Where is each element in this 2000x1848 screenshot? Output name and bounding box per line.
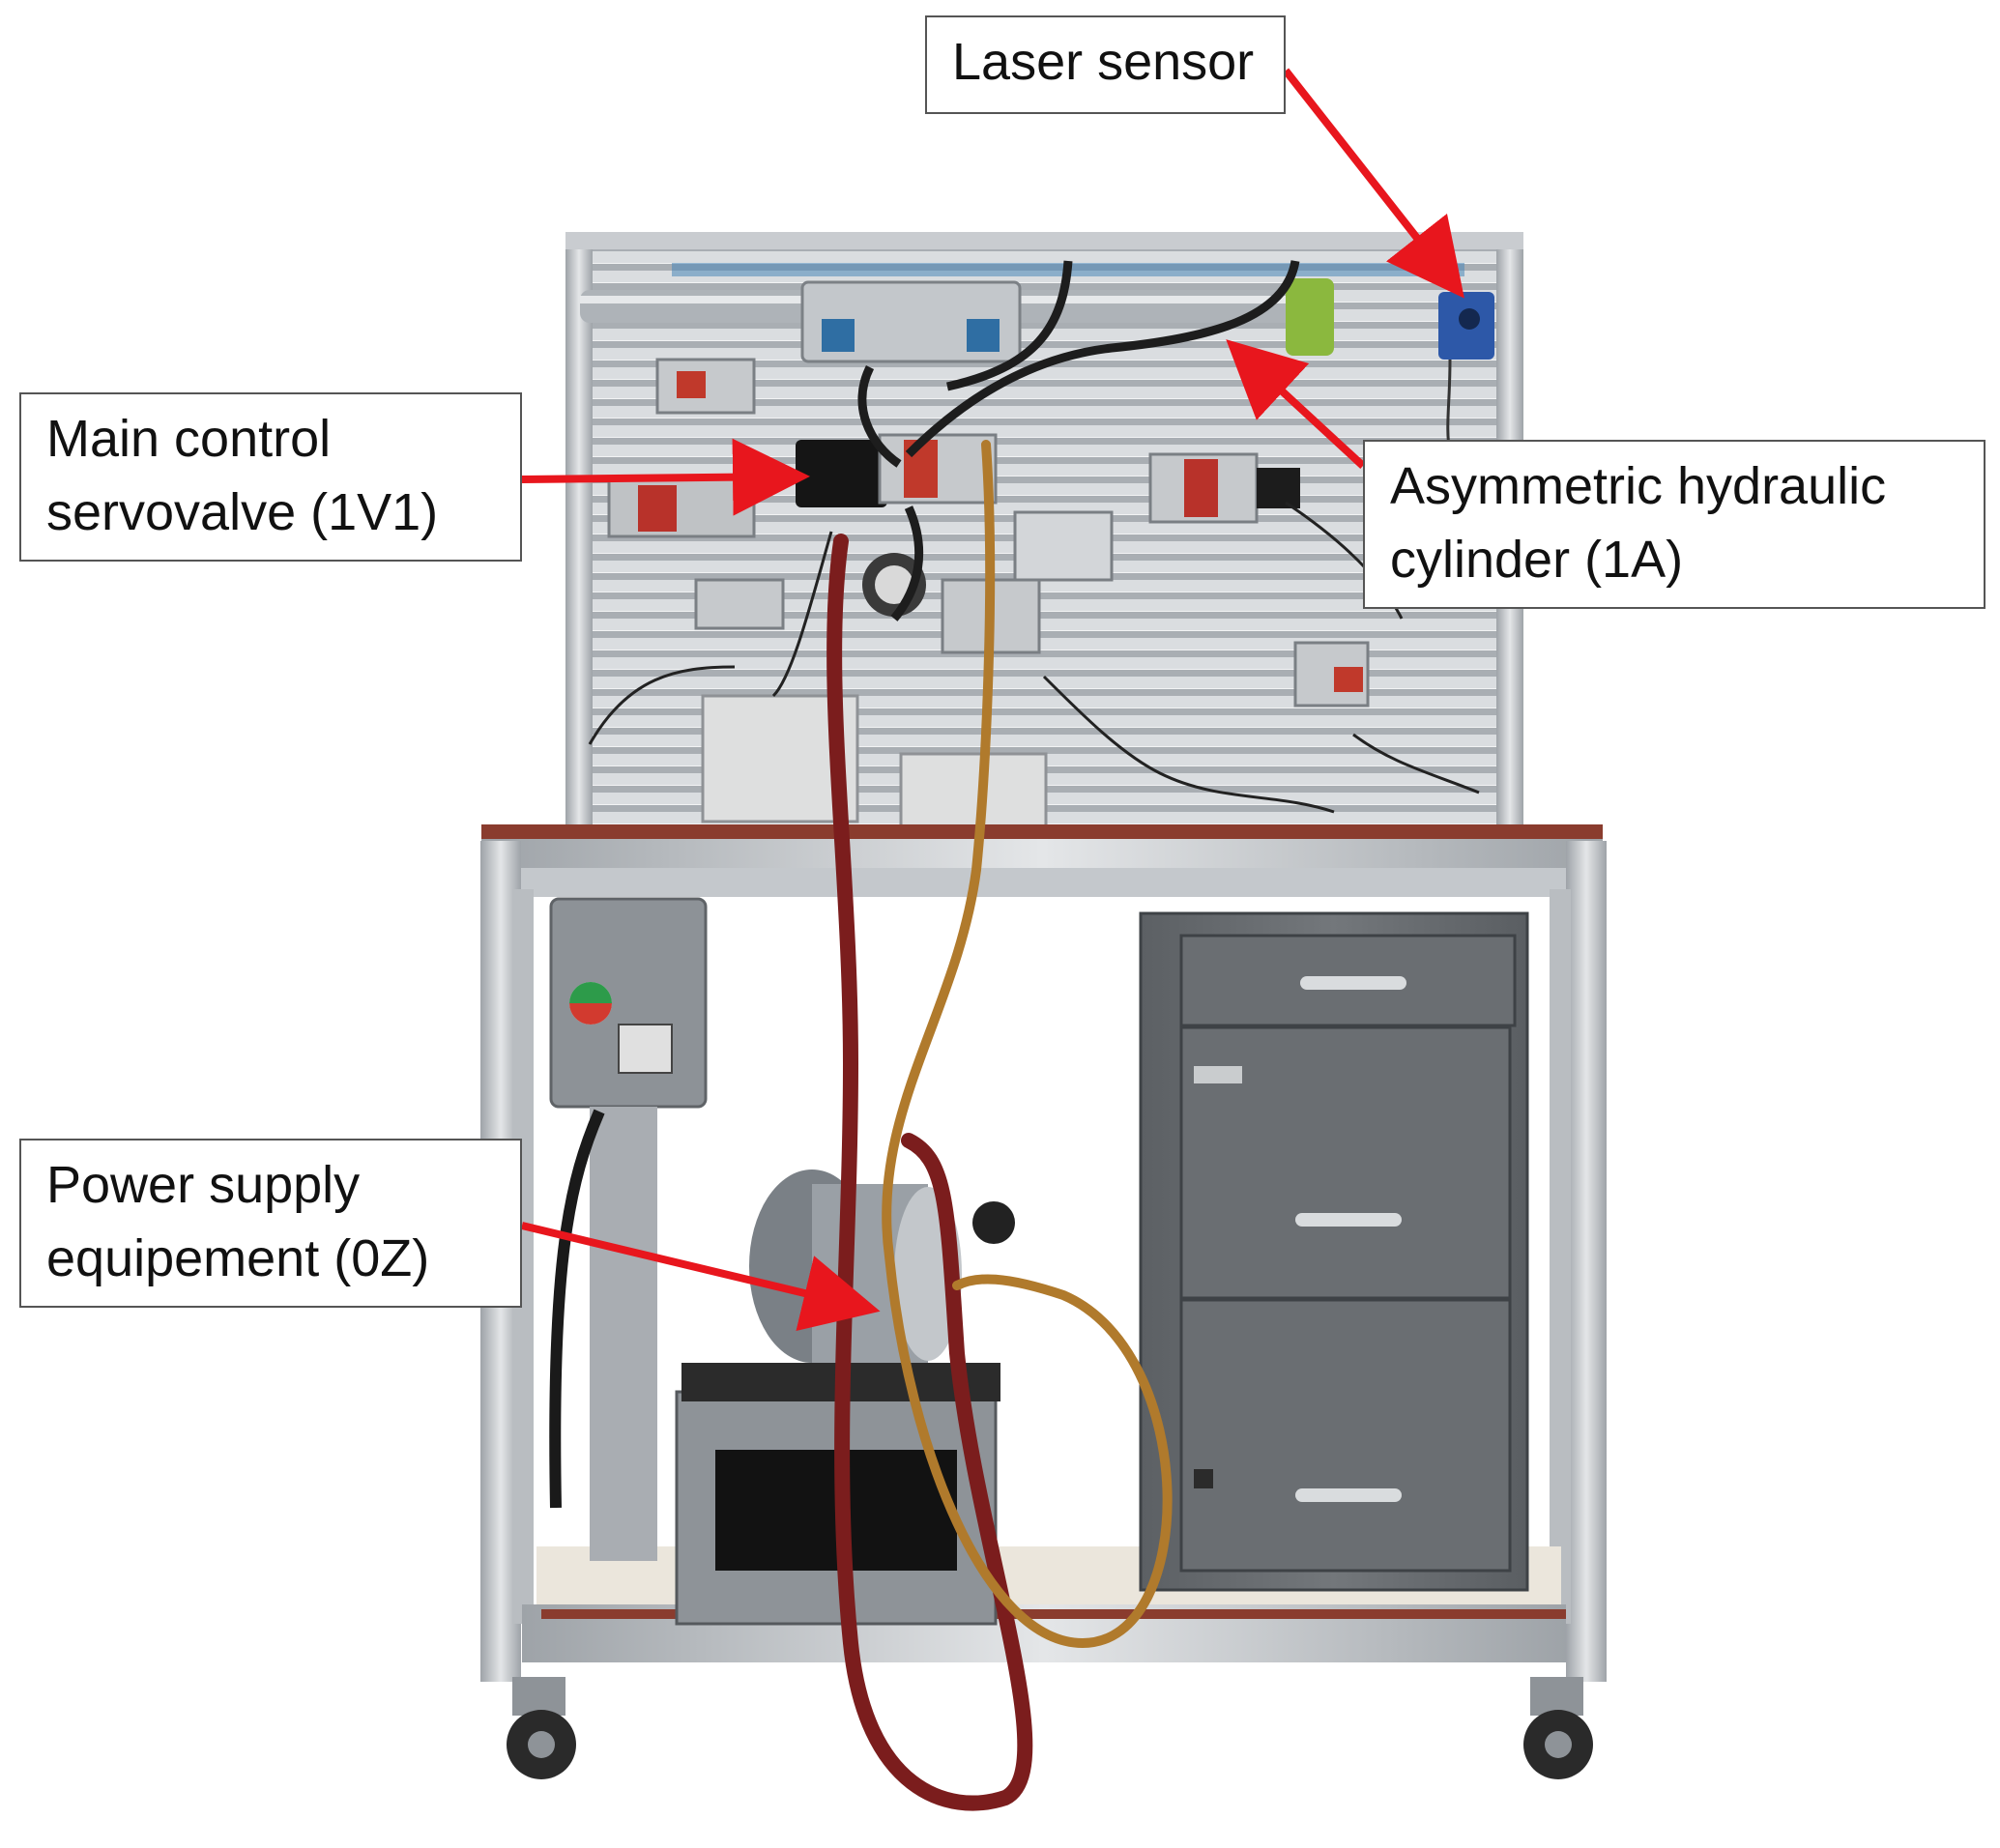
cylinder-arrow — [1226, 339, 1366, 469]
laser-sensor-text: Laser sensor — [952, 33, 1255, 91]
filing-cabinet — [1139, 911, 1529, 1592]
servovalve-label: Main control servovalve (1V1) — [19, 392, 522, 562]
panel-hoses — [857, 260, 1300, 621]
power-supply-arrow — [521, 1222, 881, 1331]
cylinder-text-line1: Asymmetric hydraulic — [1390, 457, 1887, 515]
cylinder-label: Asymmetric hydraulic cylinder (1A) — [1363, 440, 1986, 609]
power-supply-text-line2: equipement (0Z) — [46, 1229, 430, 1287]
laser-sensor — [1438, 292, 1494, 455]
laser-sensor-label: Laser sensor — [925, 15, 1286, 114]
hydraulic-hoses — [826, 440, 1173, 1811]
annotation-arrows — [521, 68, 1464, 1331]
asymmetric-hydraulic-cylinder — [580, 278, 1334, 363]
servovalve-text-line2: servovalve (1V1) — [46, 483, 439, 541]
table-top — [481, 824, 1603, 897]
servovalve-arrow — [521, 438, 810, 516]
control-boxes — [701, 694, 1048, 828]
power-supply-label: Power supply equipement (0Z) — [19, 1139, 522, 1308]
power-supply-text-line1: Power supply — [46, 1156, 361, 1214]
valve-blocks — [607, 358, 1370, 707]
casters — [507, 1677, 1593, 1779]
cylinder-text-line2: cylinder (1A) — [1390, 531, 1684, 589]
laser-sensor-arrow — [1282, 68, 1464, 299]
servovalve-text-line1: Main control — [46, 410, 332, 468]
main-control-servovalve — [796, 433, 998, 617]
electrical-cabinet — [549, 897, 708, 1561]
